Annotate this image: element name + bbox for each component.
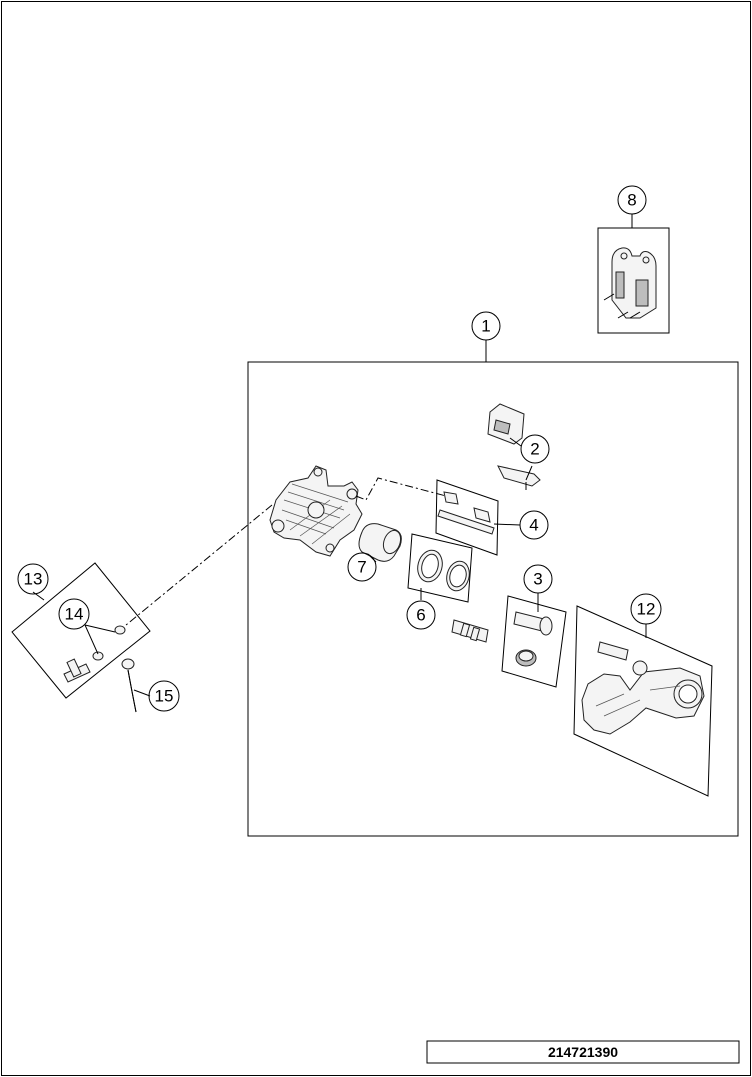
hose-kit-illustration	[63, 625, 126, 683]
callout-12-label: 12	[637, 600, 656, 619]
drawing-number-box: 214721390	[426, 1040, 740, 1064]
piston-illustration	[358, 523, 402, 562]
callout-2-label: 2	[530, 440, 539, 459]
part-box-3	[501, 595, 567, 688]
caliper-body-illustration	[269, 465, 363, 557]
callout-4-label: 4	[529, 516, 538, 535]
leader-line-2	[509, 437, 533, 481]
callout-4: 4	[519, 510, 549, 540]
callout-2: 2	[520, 434, 550, 464]
seals-illustration	[417, 549, 470, 592]
callout-14-label: 14	[65, 605, 84, 624]
part-box-4	[435, 479, 499, 556]
callout-6: 6	[406, 600, 436, 630]
assembly-box-1	[247, 361, 739, 837]
leader-line-14	[84, 624, 116, 655]
leader-line-4	[493, 523, 521, 526]
callout-12: 12	[630, 593, 662, 625]
bolt-boot-illustration	[513, 611, 553, 667]
assembly-dashed-line-4	[355, 477, 447, 501]
slider-pin-illustration	[451, 619, 489, 643]
leader-line-13	[32, 591, 45, 601]
part-box-6	[407, 533, 473, 603]
brake-pads-illustration	[603, 247, 657, 319]
brake-hose-illustration	[121, 658, 137, 713]
callout-1: 1	[471, 311, 501, 341]
spring-clip-illustration	[487, 403, 541, 490]
drawing-number: 214721390	[548, 1044, 618, 1060]
callout-14: 14	[58, 598, 90, 630]
callout-13-label: 13	[24, 570, 43, 589]
callout-7-label: 7	[357, 558, 366, 577]
callout-7: 7	[347, 552, 377, 582]
part-box-8	[597, 227, 670, 334]
part-box-13	[11, 562, 151, 699]
callout-3: 3	[523, 564, 553, 594]
bracket-illustration	[581, 641, 705, 735]
callout-15: 15	[148, 680, 180, 712]
part-box-12	[573, 605, 713, 797]
callout-8-label: 8	[627, 191, 636, 210]
callout-15-label: 15	[155, 687, 174, 706]
callout-8: 8	[617, 185, 647, 215]
assembly-dashed-line-13	[119, 504, 273, 631]
pins-illustration	[437, 491, 495, 535]
leader-line-15	[133, 689, 151, 697]
callout-6-label: 6	[416, 606, 425, 625]
callout-1-label: 1	[481, 317, 490, 336]
callout-13: 13	[17, 563, 49, 595]
callout-3-label: 3	[533, 570, 542, 589]
